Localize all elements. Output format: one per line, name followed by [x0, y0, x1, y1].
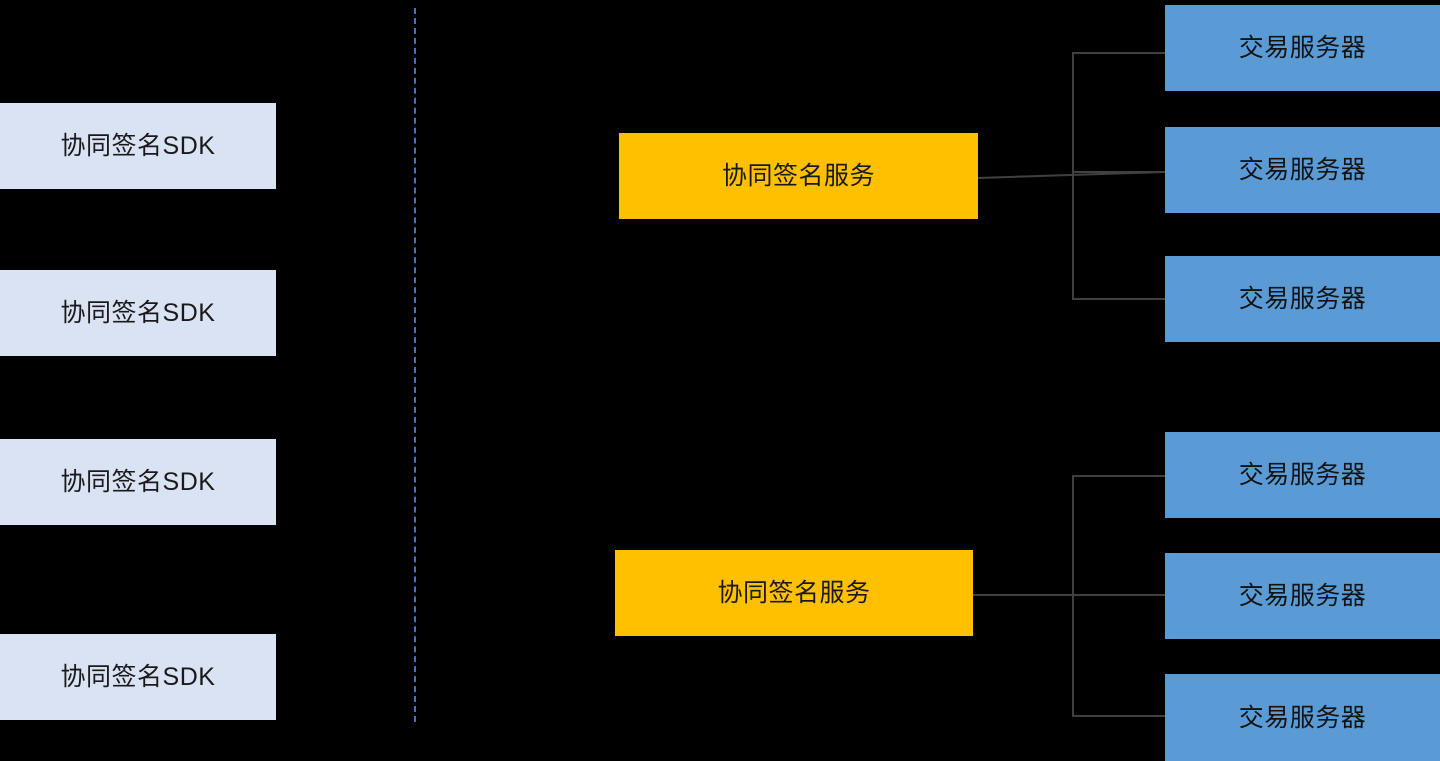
client-sdk-node-1[interactable]: 协同签名SDK [0, 103, 276, 189]
signature-service-node-1[interactable]: 协同签名服务 [619, 133, 978, 219]
transaction-server-node-1-3[interactable]: 交易服务器 [1165, 256, 1440, 342]
client-sdk-node-2[interactable]: 协同签名SDK [0, 270, 276, 356]
client-sdk-node-3[interactable]: 协同签名SDK [0, 439, 276, 525]
upper-server-group-branch-3 [1072, 298, 1165, 300]
transaction-server-node-1-1[interactable]: 交易服务器 [1165, 5, 1440, 91]
lower-server-group-branch-1 [1072, 475, 1165, 477]
lower-service-trunk-link [973, 594, 1165, 596]
transaction-server-node-1-2[interactable]: 交易服务器 [1165, 127, 1440, 213]
lower-server-group-branch-3 [1072, 715, 1165, 717]
signature-service-node-2[interactable]: 协同签名服务 [615, 550, 973, 636]
upper-server-group-branch-1 [1072, 52, 1165, 54]
transaction-server-node-2-3[interactable]: 交易服务器 [1165, 674, 1440, 761]
boundary-divider-line [414, 8, 416, 722]
transaction-server-node-2-1[interactable]: 交易服务器 [1165, 432, 1440, 518]
client-sdk-node-4[interactable]: 协同签名SDK [0, 634, 276, 720]
transaction-server-node-2-2[interactable]: 交易服务器 [1165, 553, 1440, 639]
